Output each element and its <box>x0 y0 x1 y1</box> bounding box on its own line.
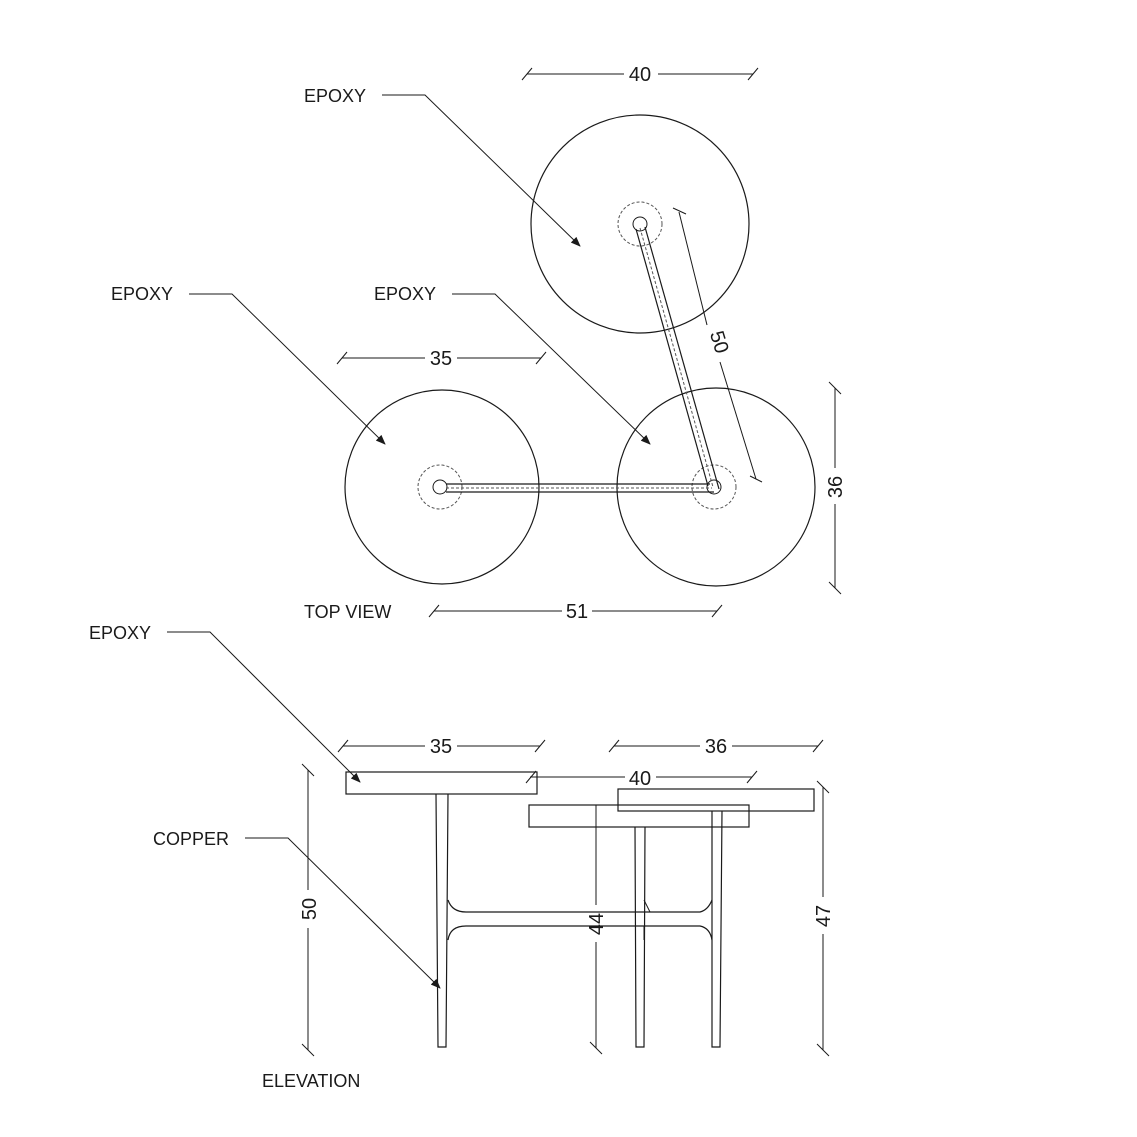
dim-line-top-51 <box>428 604 723 618</box>
dim-top-51: 51 <box>566 601 588 623</box>
label-epoxy-elevation: EPOXY <box>89 623 151 643</box>
label-top-view: TOP VIEW <box>304 602 391 622</box>
label-elevation: ELEVATION <box>262 1071 360 1091</box>
leg-hub-left <box>417 464 463 510</box>
dim-line-elev-44 <box>589 805 603 1055</box>
dim-line-elev-40 <box>525 770 758 784</box>
leg-hub-large <box>617 201 663 247</box>
label-epoxy-center: EPOXY <box>374 284 436 304</box>
leader-epoxy-elevation <box>167 631 361 783</box>
dim-line-elev-36 <box>608 739 824 753</box>
leader-copper <box>245 837 441 989</box>
elev-upper-stretcher <box>447 899 713 913</box>
elev-right-leg <box>711 810 723 1048</box>
dim-top-40: 40 <box>629 64 651 86</box>
top-left-tabletop <box>344 389 540 585</box>
dim-elev-47: 47 <box>813 905 835 927</box>
dim-line-top-40 <box>521 67 759 81</box>
elev-right-tabletop <box>617 788 815 812</box>
dim-top-50: 50 <box>705 328 733 356</box>
dim-line-top-36 <box>828 381 842 595</box>
leader-epoxy-center <box>452 293 651 445</box>
connecting-rod-diagonal <box>635 226 720 490</box>
dim-line-top-50 <box>672 207 763 483</box>
dim-elev-36: 36 <box>705 736 727 758</box>
elev-left-tabletop <box>345 771 538 795</box>
elev-lower-stretcher <box>447 925 713 941</box>
dim-elev-35: 35 <box>430 736 452 758</box>
dim-line-top-35 <box>336 351 547 365</box>
dim-top-35: 35 <box>430 348 452 370</box>
dim-elev-50: 50 <box>299 898 321 920</box>
elev-middle-tabletop <box>528 804 750 828</box>
elev-left-leg <box>435 793 449 1048</box>
dim-elev-44: 44 <box>586 913 608 935</box>
dim-line-elev-35 <box>337 739 546 753</box>
dim-top-36: 36 <box>825 476 847 498</box>
dim-line-elev-47 <box>816 780 830 1057</box>
leader-epoxy-top-large <box>382 94 581 247</box>
leader-epoxy-left <box>189 293 386 445</box>
elevation-view: EPOXY COPPER 35 36 40 <box>89 623 835 1091</box>
top-right-tabletop <box>616 387 816 587</box>
leg-hub-right <box>691 464 737 510</box>
top-large-tabletop <box>530 114 750 334</box>
top-view: EPOXY EPOXY EPOXY 40 35 <box>111 64 847 623</box>
connecting-rod-horizontal <box>446 483 714 493</box>
dim-elev-40: 40 <box>629 768 651 790</box>
dim-line-elev-50 <box>301 763 315 1057</box>
label-epoxy-top-large: EPOXY <box>304 86 366 106</box>
label-epoxy-left: EPOXY <box>111 284 173 304</box>
label-copper: COPPER <box>153 829 229 849</box>
